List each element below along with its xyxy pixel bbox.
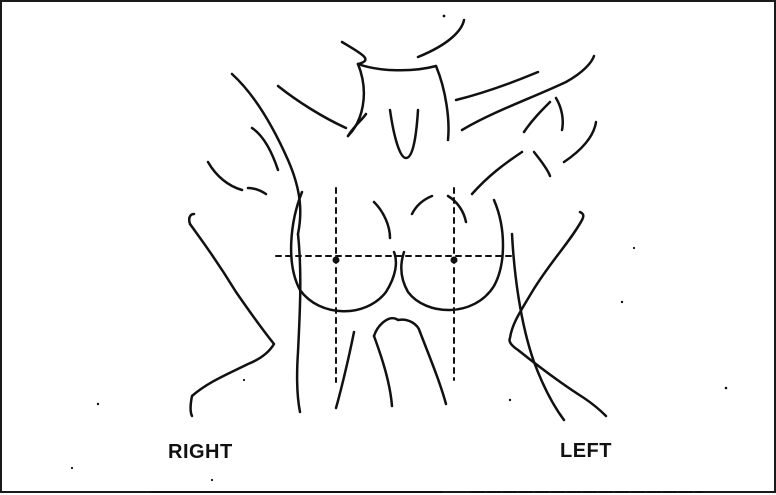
left-shoulder-outline	[456, 56, 596, 194]
right-shoulder-outline	[208, 74, 346, 234]
suprasternal-notch	[390, 110, 418, 158]
neck-outline	[342, 20, 464, 140]
scan-speckles	[71, 15, 727, 482]
left-arm-outline	[509, 220, 606, 416]
right-side-label: RIGHT	[168, 441, 233, 464]
right-arm-outline	[190, 224, 274, 416]
quadrant-guide-lines	[276, 188, 514, 382]
breast-outlines	[291, 192, 503, 311]
left-side-label: LEFT	[560, 440, 612, 463]
